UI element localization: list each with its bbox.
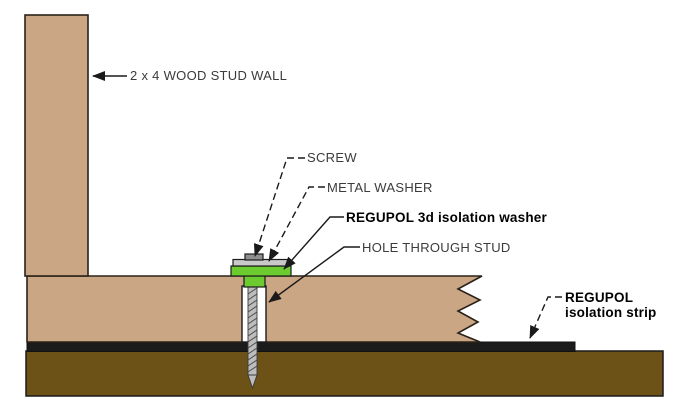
metal-washer-leader-arrow <box>268 186 325 262</box>
isolation-strip-label-line1: REGUPOL <box>565 290 634 305</box>
screw-tip <box>247 374 258 390</box>
screw-label: SCREW <box>307 150 357 165</box>
isolation-strip-label-line2: isolation strip <box>565 305 657 320</box>
floor-base <box>25 350 664 397</box>
metal-washer-label: METAL WASHER <box>327 180 433 195</box>
wood-stud-wall <box>24 14 89 277</box>
wall-label: 2 x 4 WOOD STUD WALL <box>130 68 288 83</box>
isolation-washer-leader-arrow <box>283 216 344 270</box>
isolation-washer-label: REGUPOL 3d isolation washer <box>346 210 547 225</box>
screw-leader-arrow <box>253 157 305 257</box>
isolation-strip-leader-arrow <box>529 296 562 339</box>
isolation-washer <box>230 265 292 277</box>
hole-label: HOLE THROUGH STUD <box>362 240 511 255</box>
screw-head <box>244 253 264 261</box>
isolation-strip <box>26 341 576 352</box>
isolation-washer-plug <box>243 275 266 288</box>
hole-leader-arrow <box>268 246 360 303</box>
screw-shaft <box>247 283 258 390</box>
isolation-strip-label: REGUPOL isolation strip <box>565 290 657 320</box>
